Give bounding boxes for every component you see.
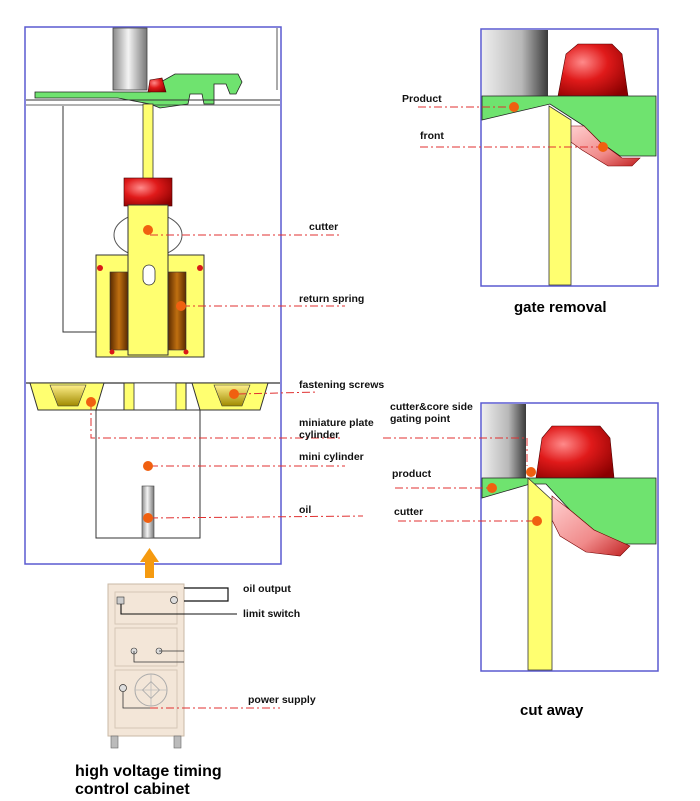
oil-output-knob-icon xyxy=(170,596,178,604)
marker-product-bottom xyxy=(487,483,497,493)
cut-away-panel xyxy=(480,402,659,672)
markers xyxy=(86,102,608,526)
label-oil: oil xyxy=(299,504,312,516)
label-cutter-core: cutter&core side gating point xyxy=(390,401,473,425)
spring-coil-left xyxy=(109,271,129,351)
gate-removal-panel xyxy=(480,28,659,287)
label-limit-switch: limit switch xyxy=(243,608,301,620)
label-product-bottom: product xyxy=(392,468,432,480)
cut-mold-cap xyxy=(535,425,615,479)
marker-return-spring xyxy=(176,301,186,311)
marker-cutter-core xyxy=(526,467,536,477)
label-return-spring: return spring xyxy=(299,293,365,305)
cutter-collar xyxy=(123,177,173,207)
oil-rod xyxy=(141,485,155,539)
label-front: front xyxy=(420,130,444,142)
leader-lines xyxy=(90,106,603,709)
caption-gate-removal: gate removal xyxy=(514,299,607,316)
marker-plate-cylinder xyxy=(86,397,96,407)
marker-fastening-screws xyxy=(229,389,239,399)
power-supply-knob-icon xyxy=(119,684,127,692)
top-rod xyxy=(112,27,148,91)
marker-product-top xyxy=(509,102,519,112)
cut-cutter xyxy=(527,477,553,671)
limit-switch-icon xyxy=(116,596,125,605)
label-fastening-screws: fastening screws xyxy=(299,379,385,391)
label-cutter: cutter xyxy=(309,221,339,233)
marker-mini-cylinder xyxy=(143,461,153,471)
oil-flow-arrow xyxy=(140,548,159,578)
label-oil-output: oil output xyxy=(243,583,291,595)
label-miniature-plate-cylinder: miniature plate cylinder xyxy=(299,417,374,441)
cut-rod xyxy=(482,404,526,478)
marker-oil xyxy=(143,513,153,523)
gate-knob xyxy=(147,77,167,93)
spring-coil-right xyxy=(167,271,187,351)
caption-cabinet-line1: high voltage timing xyxy=(75,763,222,780)
gate-cutter xyxy=(548,105,572,286)
marker-cutter xyxy=(143,225,153,235)
cut-recess xyxy=(551,495,631,557)
caption-cabinet-line2: control cabinet xyxy=(75,781,190,798)
control-cabinet xyxy=(107,583,237,749)
marker-front xyxy=(598,142,608,152)
label-product-top: Product xyxy=(402,93,442,105)
label-cutter-bottom: cutter xyxy=(394,506,424,518)
marker-cutter-bottom xyxy=(532,516,542,526)
label-power-supply: power supply xyxy=(248,694,316,706)
caption-cut-away: cut away xyxy=(520,702,584,719)
cutter-blade xyxy=(142,103,154,181)
gate-rod xyxy=(482,30,548,98)
mold-cap xyxy=(557,43,629,97)
main-assembly xyxy=(24,26,282,565)
label-mini-cylinder: mini cylinder xyxy=(299,451,364,463)
